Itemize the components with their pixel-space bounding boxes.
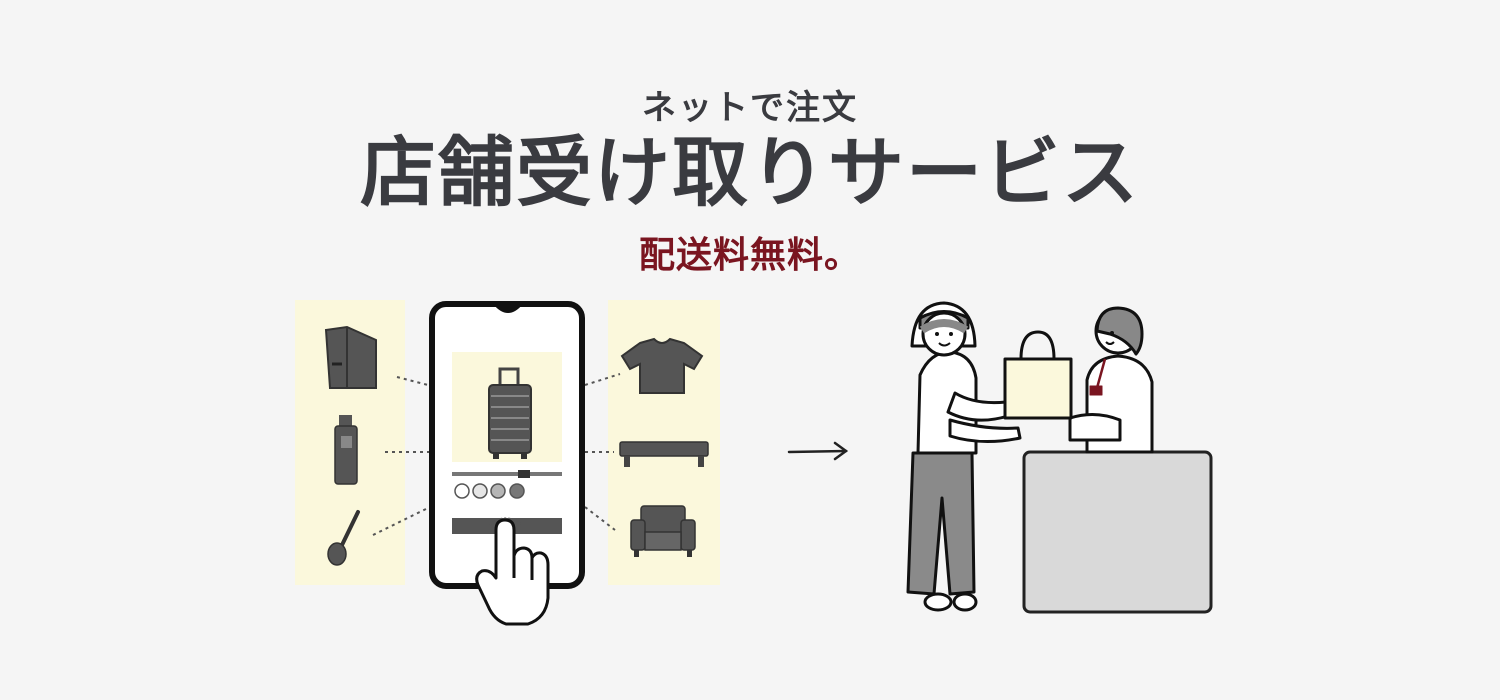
shopping-bag-icon (1003, 330, 1073, 420)
swatch-gray (490, 483, 506, 499)
bench-icon (619, 441, 709, 467)
free-shipping-tagline: 配送料無料。 (638, 235, 861, 276)
staff-icon (1068, 306, 1154, 454)
dotted-connectors (372, 373, 621, 536)
bottle-icon (334, 415, 358, 485)
banner-title: 店舗受け取りサービス (360, 128, 1140, 217)
tapping-hand-icon (475, 517, 550, 626)
banner-subtitle: ネットで注文 (642, 88, 858, 128)
smartphone-icon (429, 301, 585, 589)
swatch-light (472, 483, 488, 499)
swatch-dark (509, 483, 525, 499)
customer-icon (906, 301, 1022, 612)
spoon-icon (327, 510, 360, 566)
arrow-right-icon (787, 441, 849, 461)
armchair-icon (630, 505, 696, 557)
file-box-icon (324, 325, 377, 389)
swatch-white (454, 483, 470, 499)
suitcase-icon (488, 367, 532, 459)
t-shirt-icon (620, 337, 704, 394)
counter-icon (1022, 450, 1213, 614)
